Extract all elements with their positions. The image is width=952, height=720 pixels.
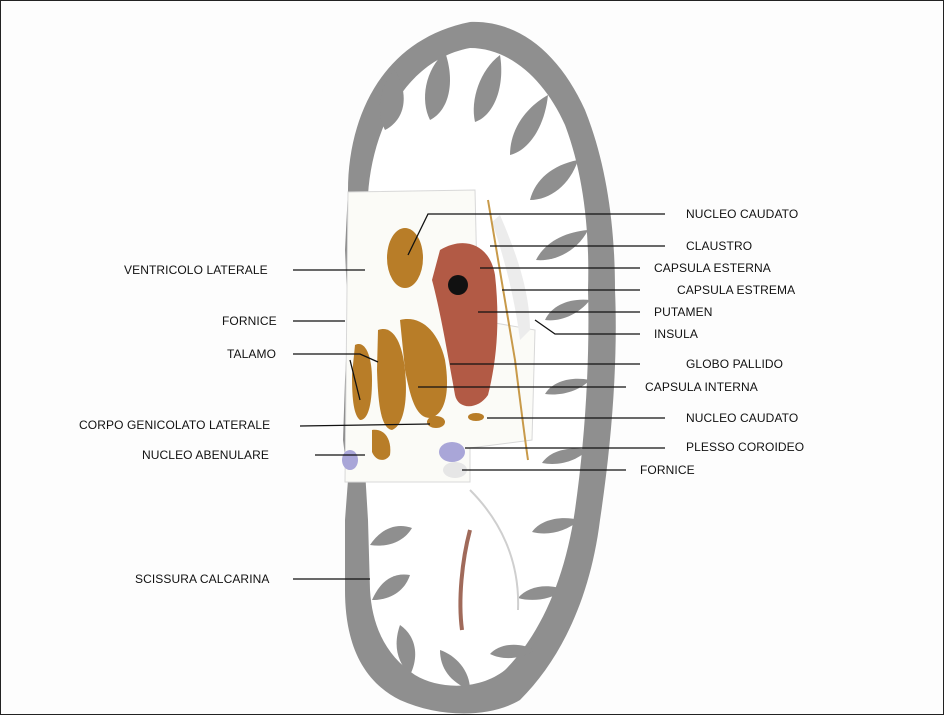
label-plesso-coroideo: PLESSO COROIDEO [686,440,804,454]
label-scissura-calcarina: SCISSURA CALCARINA [135,572,270,586]
label-insula: INSULA [654,327,698,341]
label-talamo: TALAMO [227,347,276,361]
caudate-tail [468,413,484,421]
label-nucleo-caudato-bottom: NUCLEO CAUDATO [686,411,798,425]
label-globo-pallido: GLOBO PALLIDO [686,357,783,371]
label-fornice-right: FORNICE [640,463,695,477]
lgn-shape [427,416,445,428]
label-claustro: CLAUSTRO [686,239,752,253]
label-capsula-estrema: CAPSULA ESTREMA [677,283,795,297]
choroid-plexus [439,442,465,462]
label-nucleo-caudato-top: NUCLEO CAUDATO [686,207,798,221]
caudate-head [387,228,423,288]
label-corpo-genicolato-laterale: CORPO GENICOLATO LATERALE [79,418,270,432]
label-putamen: PUTAMEN [654,305,712,319]
putamen-hole [448,275,468,295]
label-fornice-left: FORNICE [222,314,277,328]
label-nucleo-abenulare: NUCLEO ABENULARE [142,448,269,462]
label-capsula-esterna: CAPSULA ESTERNA [654,261,771,275]
label-ventricolo-laterale: VENTRICOLO LATERALE [124,263,268,277]
habenular-nucleus [342,450,358,470]
label-capsula-interna: CAPSULA INTERNA [645,380,758,394]
